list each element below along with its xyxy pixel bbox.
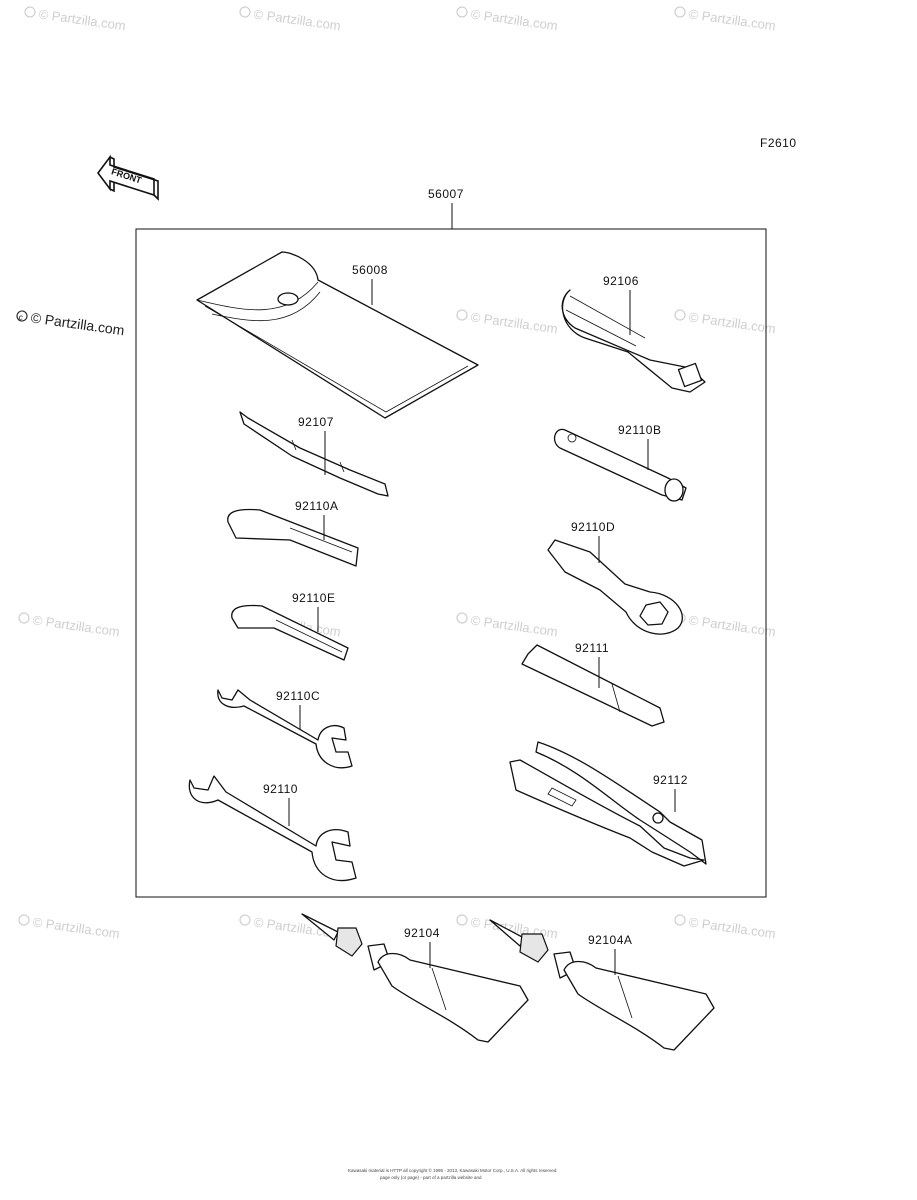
watermark-main: c © Partzilla.com [16, 309, 126, 338]
callout-92107: 92107 [298, 415, 334, 429]
callout-92110B: 92110B [618, 423, 661, 437]
callout-92112: 92112 [653, 773, 688, 787]
kit-frame [135, 228, 767, 898]
watermark-layer: © Partzilla.com © Partzilla.com © Partzi… [18, 6, 777, 941]
footer-copyright: Kawasaki material is HTTP all copyright … [348, 1167, 558, 1173]
callout-92110D: 92110D [571, 520, 615, 534]
watermark: © Partzilla.com [253, 6, 342, 33]
ring-wrench [547, 539, 683, 635]
screwdriver-bit [239, 411, 389, 497]
watermark: © Partzilla.com [688, 309, 777, 336]
socket-handle [561, 289, 706, 393]
svg-text:c: c [18, 313, 23, 322]
callout-56007: 56007 [428, 187, 464, 201]
callout-56008: 56008 [352, 263, 388, 277]
watermark: © Partzilla.com [470, 309, 559, 336]
watermark: © Partzilla.com [470, 612, 559, 639]
watermark: © Partzilla.com [38, 6, 127, 33]
open-wrench-small [217, 689, 353, 769]
hex-key-small [231, 604, 349, 661]
watermark: © Partzilla.com [688, 612, 777, 639]
watermark: © Partzilla.com [688, 914, 777, 941]
repair-tube [301, 913, 529, 1043]
callout-92110C: 92110C [276, 689, 320, 703]
watermark: © Partzilla.com [32, 914, 121, 941]
watermark-main-text: © Partzilla.com [30, 309, 126, 338]
footer-note: page only (or page) - part of a partzill… [380, 1175, 482, 1180]
callout-92110A: 92110A [295, 499, 338, 513]
callout-92110: 92110 [263, 782, 298, 796]
callout-92104: 92104 [404, 926, 440, 940]
open-wrench-large [188, 775, 357, 882]
box-wrench [553, 428, 687, 502]
hex-key-large [227, 508, 359, 567]
front-arrow-icon: FRONT [97, 154, 159, 201]
callout-92104A: 92104A [588, 933, 632, 947]
pliers [509, 741, 707, 867]
watermark: © Partzilla.com [32, 612, 121, 639]
bar-tool [521, 644, 665, 727]
watermark: © Partzilla.com [470, 6, 559, 33]
watermark: © Partzilla.com [688, 6, 777, 33]
figure-code: F2610 [760, 136, 797, 150]
tool-pouch [196, 251, 479, 419]
callout-92111: 92111 [575, 641, 609, 655]
callout-92106: 92106 [603, 274, 639, 288]
repair-tube-2 [489, 919, 715, 1051]
callout-92110E: 92110E [292, 591, 335, 605]
